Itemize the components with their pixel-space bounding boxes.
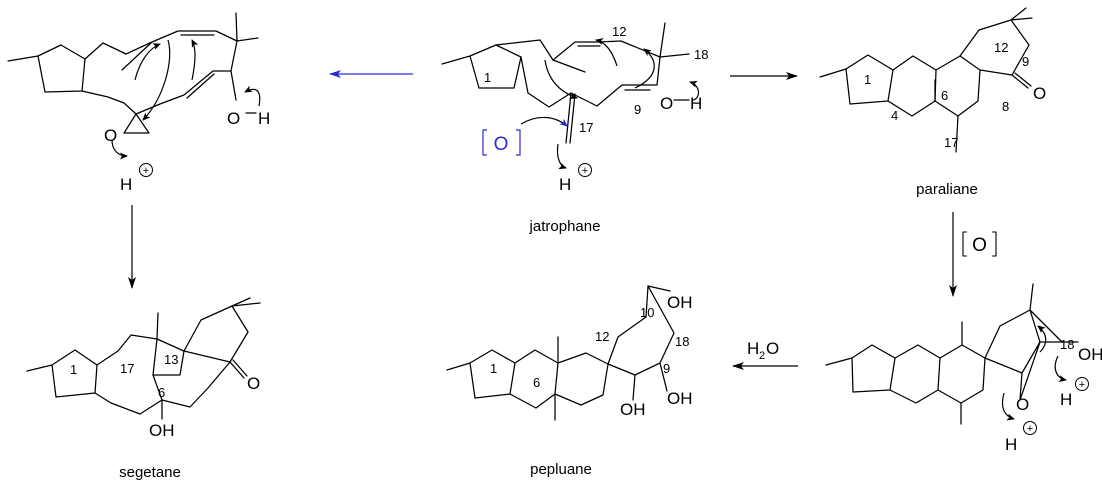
jatrophane-locant-12: 12 [612,24,626,39]
epoxy-paraliane-structure [825,283,1079,425]
jatrophane-hydroxyl-hydrogen: H [690,94,702,113]
epoxide-intermediate-structure [7,12,261,160]
water-label-h: H [747,339,759,358]
water-label: H 2 O [747,339,779,362]
segetane-name: segetane [119,464,181,481]
segetane-locant-13: 13 [164,352,178,367]
jatrophane-locant-9: 9 [634,102,641,117]
paraliane-locant-12: 12 [994,40,1008,55]
segetane-ketone-oxygen: O [247,374,260,393]
epoxy-paraliane-locant-18: 18 [1060,337,1074,352]
water-label-sub: 2 [759,350,765,362]
epoxy-paraliane-proton-1-plus: + [1075,377,1089,391]
paraliane-locant-6: 6 [941,88,948,103]
epoxide-intermediate-proton-plus: + [139,163,153,177]
water-label-o: O [766,339,779,358]
jatrophane-locant-17: 17 [579,120,593,135]
pepluane-locant-6: 6 [533,375,540,390]
segetane-locant-17: 17 [120,361,134,376]
paraliane-locant-17: 17 [944,135,958,150]
paraliane-name: paraliane [916,181,978,198]
jatrophane-proton: H [559,175,571,194]
pepluane-locant-18: 18 [675,334,689,349]
jatrophane-oxidant-label: O [494,134,509,155]
epoxide-intermediate-hydroxyl-hydrogen: H [258,109,270,128]
epoxide-intermediate-epoxide-oxygen: O [104,126,117,145]
pepluane-structure [446,285,675,421]
jatrophane-locant-1: 1 [484,70,491,85]
epoxide-intermediate-hydroxyl-oxygen: O [227,109,240,128]
paraliane-structure [819,7,1033,153]
epoxy-paraliane-epoxide-oxygen: O [1016,395,1029,414]
pepluane-name: pepluane [530,461,592,478]
pepluane-hydroxyl-9: OH [667,389,693,408]
segetane-hydroxyl: OH [149,421,175,440]
epoxy-paraliane-proton-2: H [1005,435,1017,454]
epoxy-paraliane-proton-1: H [1060,390,1072,409]
svg-text:+: + [1079,379,1085,391]
epoxy-paraliane-hydroxyl: OH [1078,345,1102,364]
paraliane-ketone-oxygen: O [1033,84,1046,103]
jatrophane-oxidant: O [482,129,521,156]
jatrophane-locant-18: 18 [694,47,708,62]
jatrophane-name: jatrophane [529,218,601,235]
epoxy-paraliane-proton-2-plus: + [1023,421,1037,435]
oxidation-label-text: O [972,235,987,256]
svg-text:+: + [143,165,149,177]
segetane-locant-6: 6 [158,385,165,400]
epoxide-intermediate-proton: H [120,175,132,194]
jatrophane-structure [441,22,700,170]
paraliane-locant-8: 8 [1002,99,1009,114]
pepluane-locant-1: 1 [490,361,497,376]
jatrophane-proton-plus: + [578,163,592,177]
paraliane-locant-4: 4 [891,108,898,123]
svg-text:+: + [1027,423,1033,435]
svg-text:+: + [582,165,588,177]
pepluane-locant-12: 12 [595,329,609,344]
paraliane-locant-1: 1 [864,72,871,87]
pepluane-hydroxyl-10: OH [667,293,693,312]
pepluane-locant-9: 9 [663,361,670,376]
segetane-structure [26,297,261,420]
oxidation-label: O [962,231,997,257]
paraliane-locant-9: 9 [1022,54,1029,69]
pepluane-locant-10: 10 [640,305,654,320]
pepluane-hydroxyl-8: OH [620,400,646,419]
segetane-locant-1: 1 [70,362,77,377]
jatrophane-hydroxyl-oxygen: O [660,94,673,113]
